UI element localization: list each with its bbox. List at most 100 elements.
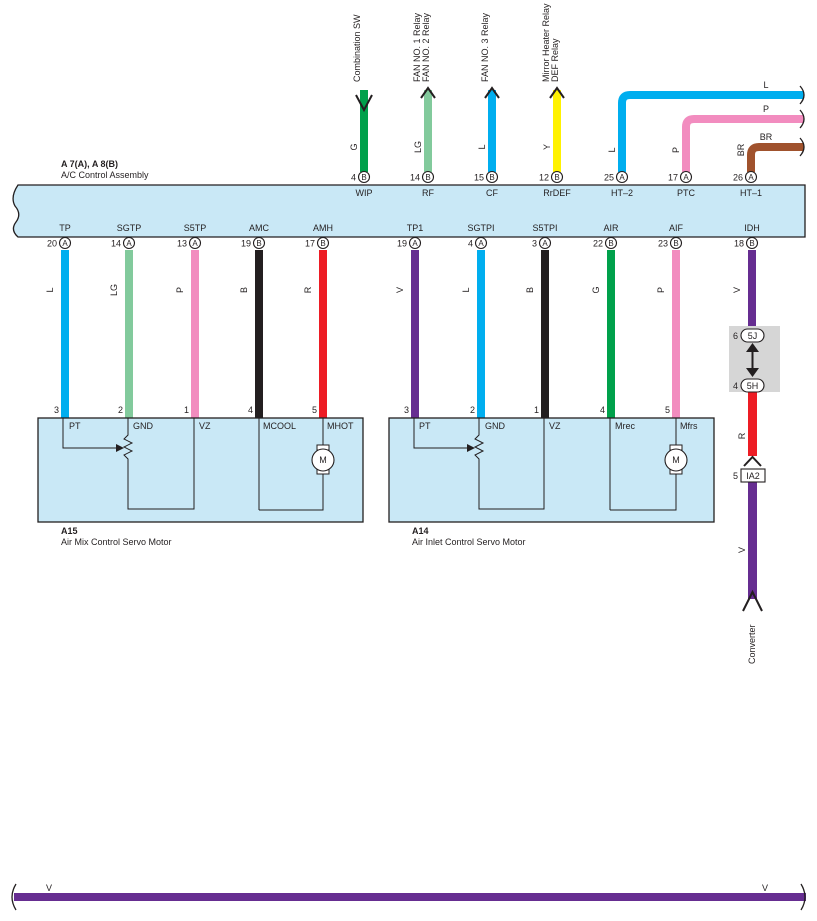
wire-color-code: V xyxy=(732,287,742,293)
wire-color-code: R xyxy=(303,286,313,293)
assembly-name: A/C Control Assembly xyxy=(61,170,149,180)
connector-id: A xyxy=(412,239,418,248)
wire-ht–2 xyxy=(618,91,804,172)
wire-end-label: P xyxy=(763,104,769,114)
connector-terminal xyxy=(357,170,371,184)
terminal-label: TP1 xyxy=(407,223,424,233)
servo-motor-a14-box xyxy=(388,417,715,523)
potentiometer-resistor xyxy=(122,418,195,510)
pin-number: 20 xyxy=(47,239,57,249)
output-arrow-icon xyxy=(420,86,436,99)
motor-name: Air Inlet Control Servo Motor xyxy=(412,537,526,547)
pin-number: 4 xyxy=(351,173,356,183)
junction-code: 5H xyxy=(747,381,759,391)
pin-number: 4 xyxy=(468,239,473,249)
terminal-label: AIF xyxy=(669,223,684,233)
servo-motor-a15-box xyxy=(37,417,364,523)
pin-number: 3 xyxy=(532,239,537,249)
connector-terminal xyxy=(744,170,758,184)
pin-number: 14 xyxy=(111,239,121,249)
wire-color-code: Y xyxy=(542,144,552,150)
pin-number: 23 xyxy=(658,239,668,249)
wire-end-label: BR xyxy=(760,132,773,142)
connector-terminal xyxy=(474,236,488,250)
connector-id: B xyxy=(554,173,559,182)
wire-ptc xyxy=(682,115,804,172)
wire-ht–1 xyxy=(747,143,804,172)
connector-terminal xyxy=(408,236,422,250)
terminal-label: CF xyxy=(486,188,498,198)
motor-pin-number: 3 xyxy=(404,405,409,415)
connector-terminal xyxy=(604,236,618,250)
destination-label: Combination SW xyxy=(352,14,362,82)
connector-terminal xyxy=(252,236,266,250)
motor-pin-label: Mfrs xyxy=(680,421,698,431)
motor-symbol: M xyxy=(319,455,327,465)
destination-label: FAN NO. 3 Relay xyxy=(480,12,490,82)
connector-terminal xyxy=(679,170,693,184)
converter-arrow-icon xyxy=(742,589,763,612)
connector-terminal xyxy=(745,236,759,250)
wire-s5tpi xyxy=(541,250,549,418)
wire-s5tp xyxy=(191,250,199,418)
idh-red-wire xyxy=(748,392,757,456)
connector-terminal xyxy=(485,170,499,184)
motor-pin-label: PT xyxy=(69,421,81,431)
connector-id: A xyxy=(619,173,625,182)
output-arrow-icon xyxy=(549,86,565,99)
servo-motor-a15: A15 Air Mix Control Servo Motor M xyxy=(37,417,364,547)
terminal-label: IDH xyxy=(744,223,760,233)
connector-id: A xyxy=(542,239,548,248)
wire-color-code: R xyxy=(737,432,747,439)
destination-label: Converter xyxy=(747,624,757,664)
ac-control-assembly-box xyxy=(12,184,806,238)
wire-cf xyxy=(488,90,496,172)
splice-ia2 xyxy=(740,468,766,483)
connector-terminal xyxy=(550,170,564,184)
motor-pin-label: MCOOL xyxy=(263,421,296,431)
motor-pin-label: VZ xyxy=(549,421,561,431)
connector-id: A xyxy=(478,239,484,248)
wiper-arrow-icon xyxy=(116,444,124,452)
potentiometer-resistor xyxy=(473,418,545,510)
connector-id: B xyxy=(256,239,261,248)
pin-number: 26 xyxy=(733,173,743,183)
wire-color-code: P xyxy=(671,147,681,153)
terminal-label: AMC xyxy=(249,223,270,233)
wire-color-code: B xyxy=(239,287,249,293)
pin-number: 25 xyxy=(604,173,614,183)
wire-rrdef xyxy=(553,90,561,172)
terminal-label: AIR xyxy=(603,223,619,233)
motor-pin-number: 2 xyxy=(470,405,475,415)
wire-color-code: LG xyxy=(413,141,423,153)
wire-color-code: LG xyxy=(109,284,119,296)
pin-number: 19 xyxy=(241,239,251,249)
motor-icon xyxy=(664,448,688,472)
connector-terminal xyxy=(58,236,72,250)
wire-color-code: L xyxy=(45,287,55,292)
terminal-label: RF xyxy=(422,188,434,198)
terminal-label: RrDEF xyxy=(543,188,571,198)
terminal-label: HT–2 xyxy=(611,188,633,198)
motor-pin-label: GND xyxy=(485,421,506,431)
pin-number: 14 xyxy=(410,173,420,183)
connector-id: B xyxy=(320,239,325,248)
wire-color-code: P xyxy=(175,287,185,293)
wire-aif xyxy=(672,250,680,418)
terminal-label: S5TP xyxy=(184,223,207,233)
wire-break-icon xyxy=(799,137,805,157)
motor-pin-number: 2 xyxy=(118,405,123,415)
connector-terminal xyxy=(188,236,202,250)
bus-label-left: V xyxy=(46,883,52,893)
pin-number: 15 xyxy=(474,173,484,183)
bottom-terminals: TPA20SGTPA14S5TPA13AMCB19AMHB17TP1A19SGT… xyxy=(47,223,760,250)
terminal-label: SGTPI xyxy=(467,223,494,233)
junction-code: 5J xyxy=(748,331,758,341)
input-arrow-icon xyxy=(355,94,373,113)
connector-terminal xyxy=(316,236,330,250)
